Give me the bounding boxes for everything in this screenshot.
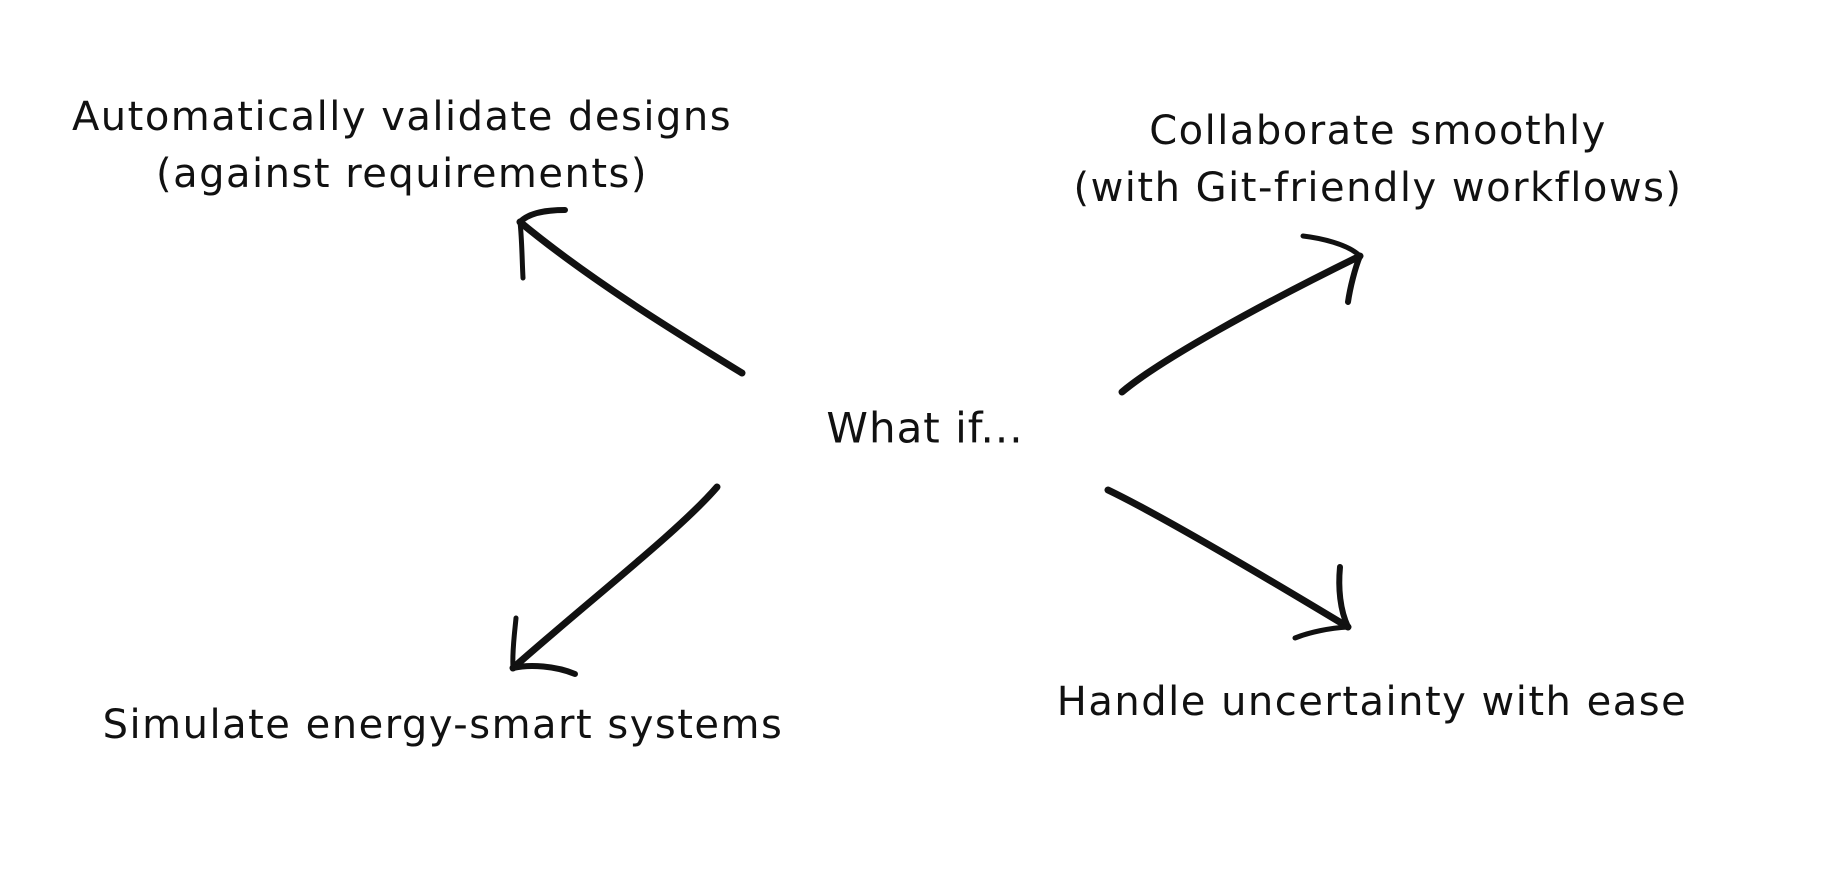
branch-top-left-label: Automatically validate designs (against …: [72, 89, 732, 203]
center-node-label: What if...: [826, 403, 1024, 453]
branch-top-left-line2: (against requirements): [156, 151, 648, 197]
branch-bottom-right-line1: Handle uncertainty with ease: [1056, 679, 1688, 725]
branch-top-right-line2: (with Git-friendly workflows): [1073, 165, 1683, 211]
arrow-down-left-icon: [509, 483, 721, 677]
branch-top-left-line1: Automatically validate designs: [71, 94, 733, 140]
branch-bottom-left-label: Simulate energy-smart systems: [103, 697, 784, 754]
arrow-up-right-icon: [1118, 233, 1364, 396]
branch-bottom-left-line1: Simulate energy-smart systems: [102, 702, 784, 748]
branch-top-right-label: Collaborate smoothly (with Git-friendly …: [1073, 103, 1682, 217]
branch-bottom-right-label: Handle uncertainty with ease: [1057, 674, 1687, 731]
branch-top-right-line1: Collaborate smoothly: [1149, 108, 1607, 154]
arrow-down-right-icon: [1104, 486, 1352, 641]
arrow-up-left-icon: [516, 207, 746, 377]
